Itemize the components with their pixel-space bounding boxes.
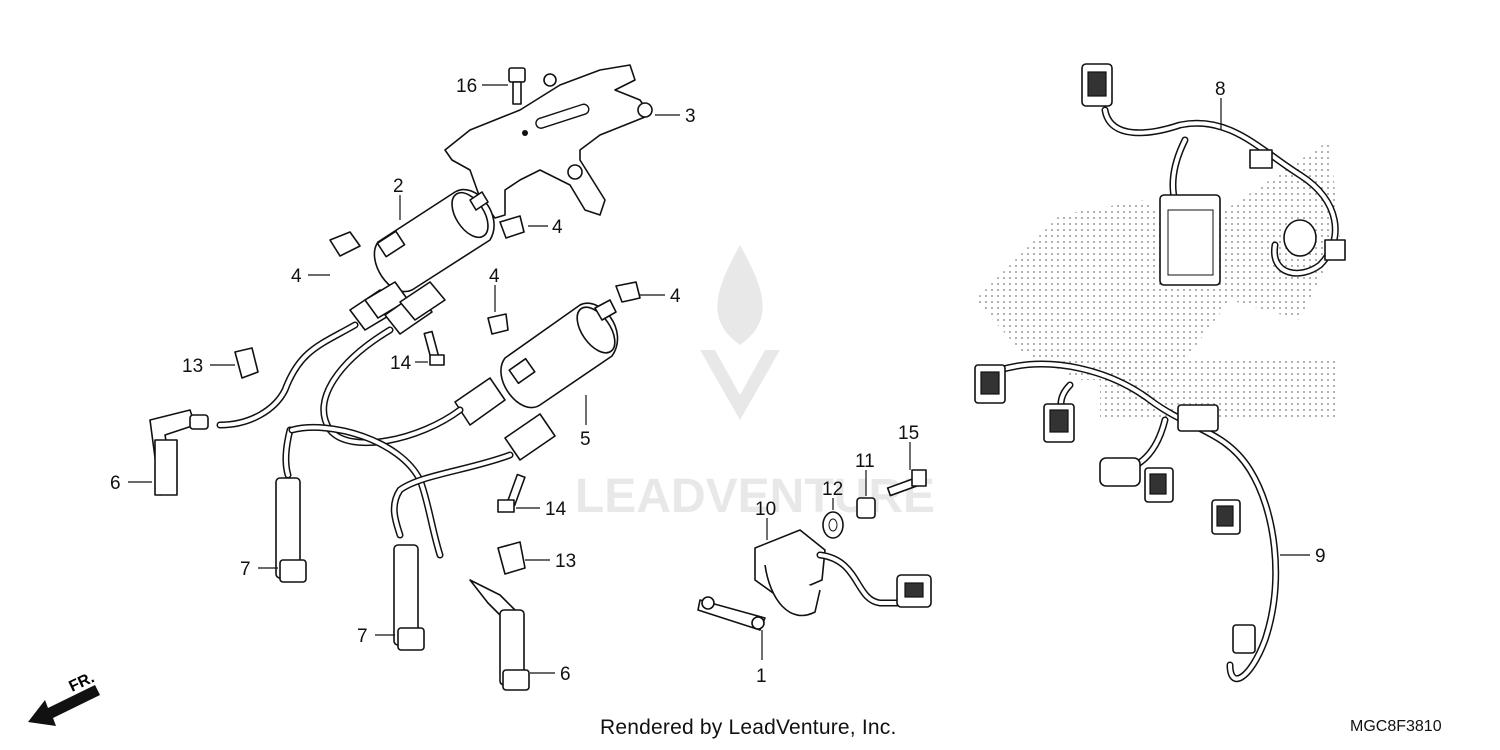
bolt-15 <box>886 469 927 497</box>
callout-13-a: 13 <box>182 356 203 377</box>
clip-4-a <box>329 231 361 257</box>
callout-14-b: 14 <box>545 499 567 520</box>
collar-11 <box>856 497 876 519</box>
coil-bracket <box>444 64 653 219</box>
clip-4-c <box>487 313 509 335</box>
coil-boot-lower-right <box>504 413 556 461</box>
clip-4-d <box>615 281 641 303</box>
coil-boot-upper-left <box>349 281 409 331</box>
callout-4-d: 4 <box>670 286 681 307</box>
coil-boot-upper-right <box>384 281 446 335</box>
callouts: 16 3 2 4 4 4 4 13 14 5 6 7 7 14 13 6 10 … <box>110 76 1326 687</box>
clamp-13-b <box>497 541 526 575</box>
callout-4-c: 4 <box>489 266 500 287</box>
bolt-14-b <box>497 473 526 513</box>
spark-plug-cap-7-left <box>275 477 307 583</box>
spark-plug-cap-7-right <box>393 544 425 651</box>
stay-bracket <box>697 596 766 631</box>
diagram-code: MGC8F3810 <box>1350 718 1442 735</box>
callout-4-b: 4 <box>291 266 302 287</box>
footer-credit: Rendered by LeadVenture, Inc. <box>600 716 897 739</box>
callout-14-a: 14 <box>390 353 412 374</box>
coil-boot-lower-left <box>454 377 506 426</box>
dotted-brand-mark <box>975 140 1340 420</box>
callout-2: 2 <box>393 176 404 197</box>
callout-7-a: 7 <box>240 559 251 580</box>
bracket-bolt <box>508 67 526 105</box>
spark-plug-cap-left <box>149 409 209 496</box>
callout-8: 8 <box>1215 79 1226 100</box>
spark-plug-cap-right <box>469 579 530 691</box>
callout-15: 15 <box>898 423 919 444</box>
callout-6-a: 6 <box>110 473 121 494</box>
leader-lines <box>128 84 1310 674</box>
bolt-14-a <box>423 330 445 366</box>
sub-harness-8 <box>1081 63 1346 286</box>
callout-11: 11 <box>855 451 875 472</box>
ignition-coil-lower <box>500 299 619 409</box>
callout-3: 3 <box>685 106 696 127</box>
clamp-13-a <box>234 347 259 379</box>
control-unit <box>754 529 932 617</box>
front-direction-arrow: FR. <box>28 669 100 726</box>
high-tension-cables <box>216 321 514 559</box>
callout-13-b: 13 <box>555 551 576 572</box>
callout-6-b: 6 <box>560 664 571 685</box>
callout-10: 10 <box>755 499 776 520</box>
callout-12: 12 <box>822 479 843 500</box>
callout-5: 5 <box>580 429 591 450</box>
callout-4-a: 4 <box>552 217 563 238</box>
callout-1: 1 <box>756 666 767 687</box>
clip-4-b <box>499 215 525 239</box>
callout-16: 16 <box>456 76 477 97</box>
harness-9 <box>974 360 1280 683</box>
callout-7-b: 7 <box>357 626 368 647</box>
grommet-12 <box>822 511 844 539</box>
callout-9: 9 <box>1315 546 1326 567</box>
ignition-coil-upper <box>373 188 495 293</box>
